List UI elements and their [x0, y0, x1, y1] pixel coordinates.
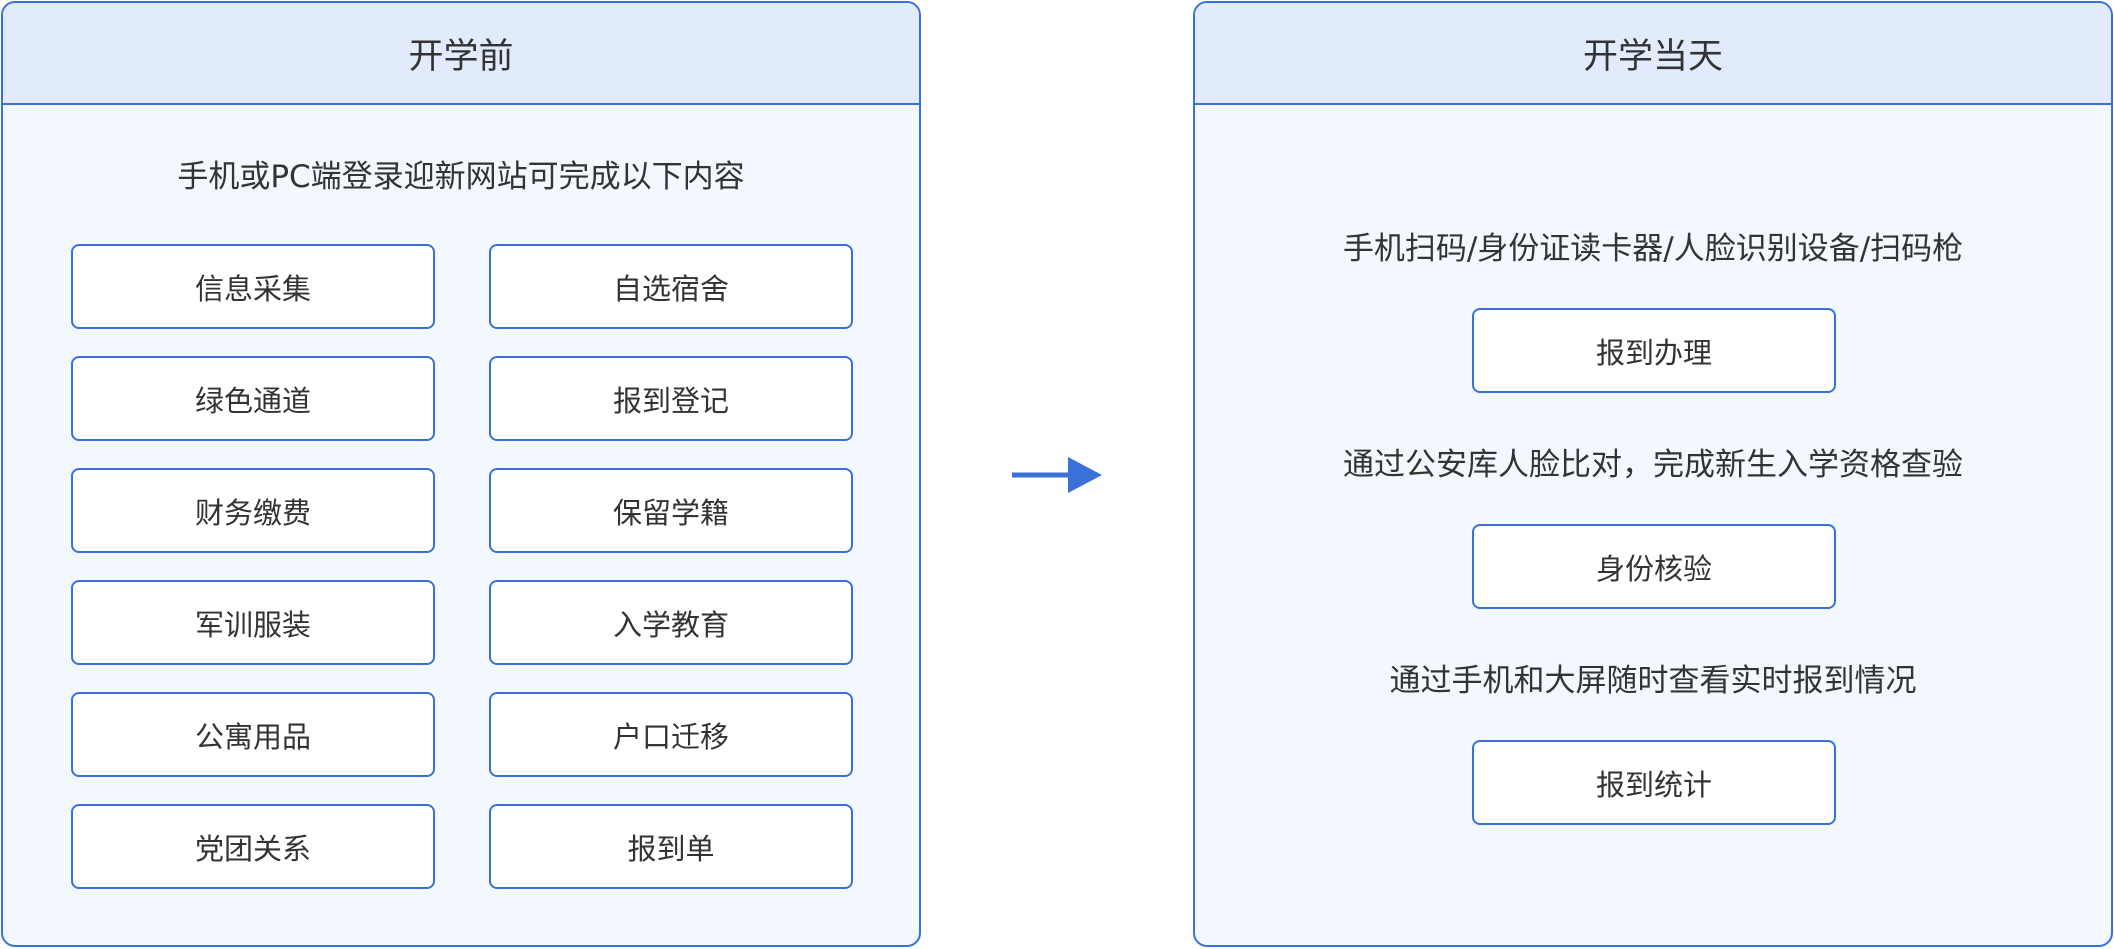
before-school-title: 开学前	[3, 3, 919, 105]
item-fee-payment: 财务缴费	[71, 468, 435, 553]
item-dorm-supplies: 公寓用品	[71, 692, 435, 777]
right-arrow-icon	[1012, 457, 1102, 493]
item-keep-status: 保留学籍	[489, 468, 853, 553]
step-2-text: 通过公安库人脸比对，完成新生入学资格查验	[1343, 447, 1963, 483]
item-registration: 报到登记	[489, 356, 853, 441]
step-2-box: 身份核验	[1472, 524, 1836, 609]
step-3-text: 通过手机和大屏随时查看实时报到情况	[1389, 663, 1917, 699]
item-military-uniform: 军训服装	[71, 580, 435, 665]
step-1-box: 报到办理	[1472, 308, 1836, 393]
item-dorm-selection: 自选宿舍	[489, 244, 853, 329]
item-green-channel: 绿色通道	[71, 356, 435, 441]
item-orientation: 入学教育	[489, 580, 853, 665]
school-day-panel: 开学当天 手机扫码/身份证读卡器/人脸识别设备/扫码枪 报到办理 通过公安库人脸…	[1193, 1, 2113, 947]
before-school-panel: 开学前 手机或PC端登录迎新网站可完成以下内容 信息采集 自选宿舍 绿色通道 报…	[1, 1, 921, 947]
step-1-text: 手机扫码/身份证读卡器/人脸识别设备/扫码枪	[1342, 231, 1964, 267]
item-party-relations: 党团关系	[71, 804, 435, 889]
item-info-collection: 信息采集	[71, 244, 435, 329]
school-day-title: 开学当天	[1195, 3, 2111, 105]
item-report-form: 报到单	[489, 804, 853, 889]
step-3-box: 报到统计	[1472, 740, 1836, 825]
before-school-subtitle: 手机或PC端登录迎新网站可完成以下内容	[177, 159, 745, 195]
before-school-items: 信息采集 自选宿舍 绿色通道 报到登记 财务缴费 保留学籍 军训服装 入学教育 …	[71, 244, 855, 889]
item-hukou-transfer: 户口迁移	[489, 692, 853, 777]
